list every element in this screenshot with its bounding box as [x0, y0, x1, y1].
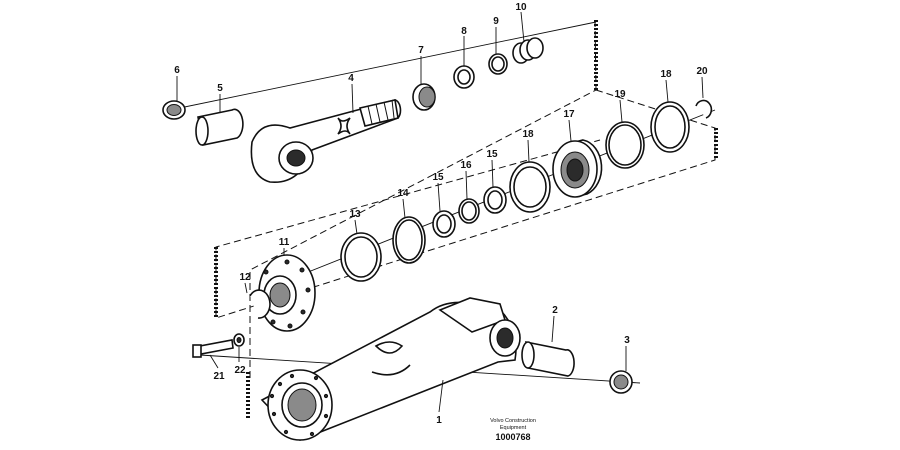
callout-9: 9	[493, 16, 499, 27]
callout-13: 13	[349, 209, 361, 220]
callout-15b: 15	[486, 149, 498, 160]
part-2-bushing	[521, 341, 575, 377]
callout-2: 2	[552, 305, 558, 316]
callout-11: 11	[279, 237, 290, 248]
callout-10: 10	[515, 2, 527, 13]
callout-15: 15	[432, 172, 444, 183]
callout-7: 7	[418, 45, 424, 56]
callout-16: 16	[460, 160, 472, 171]
part-20-snap-ring	[695, 99, 713, 119]
callout-22: 22	[234, 365, 246, 376]
part-15-seal	[432, 210, 456, 238]
callout-20: 20	[696, 66, 708, 77]
callout-18: 18	[522, 129, 534, 140]
part-21-bolt	[192, 339, 234, 358]
part-18-piston-seal	[509, 161, 551, 213]
callout-12: 12	[239, 272, 251, 283]
callout-3: 3	[624, 335, 630, 346]
caption-line-1: Volvo Construction	[490, 418, 536, 424]
callout-18b: 18	[660, 69, 672, 80]
part-7-wiper-ring	[412, 83, 436, 111]
part-14-o-ring	[392, 216, 426, 264]
part-16-ring	[458, 198, 480, 224]
leader-lines	[176, 11, 704, 413]
callout-14: 14	[397, 188, 409, 199]
part-4-piston-rod	[250, 99, 402, 183]
diagram-frame	[214, 19, 718, 420]
callout-17: 17	[563, 109, 575, 120]
part-15-seal-b	[483, 186, 507, 214]
part-13-backup-ring	[340, 232, 382, 282]
part-12-retaining-ring	[249, 289, 271, 319]
part-11-cylinder-head	[258, 254, 316, 332]
callout-labels: 1 2 3 4 5 6 7 8 9 10 11 12 13 14 15 15 1…	[174, 2, 708, 426]
part-22-washer	[233, 333, 245, 347]
drawing-number: 1000768	[495, 432, 530, 442]
part-9-o-ring	[488, 53, 508, 75]
part-8-rod-seal	[453, 65, 475, 89]
callout-5: 5	[217, 83, 223, 94]
part-5-bushing	[195, 108, 244, 146]
callout-1: 1	[436, 415, 442, 426]
publisher-caption: Volvo Construction Equipment 1000768	[490, 418, 536, 442]
part-1-cylinder-tube	[260, 297, 521, 441]
part-10-guide-rings	[512, 37, 544, 64]
callout-19: 19	[614, 89, 626, 100]
callout-4: 4	[348, 73, 354, 84]
caption-line-2: Equipment	[500, 425, 527, 431]
part-17-piston	[552, 139, 603, 198]
callout-21: 21	[213, 371, 225, 382]
callout-8: 8	[461, 26, 467, 37]
part-19-wear-ring	[605, 121, 645, 169]
part-18-piston-seal-b	[650, 101, 690, 153]
callout-6: 6	[174, 65, 180, 76]
part-3-seal-ring	[609, 370, 633, 394]
part-6-seal-ring	[162, 100, 186, 120]
